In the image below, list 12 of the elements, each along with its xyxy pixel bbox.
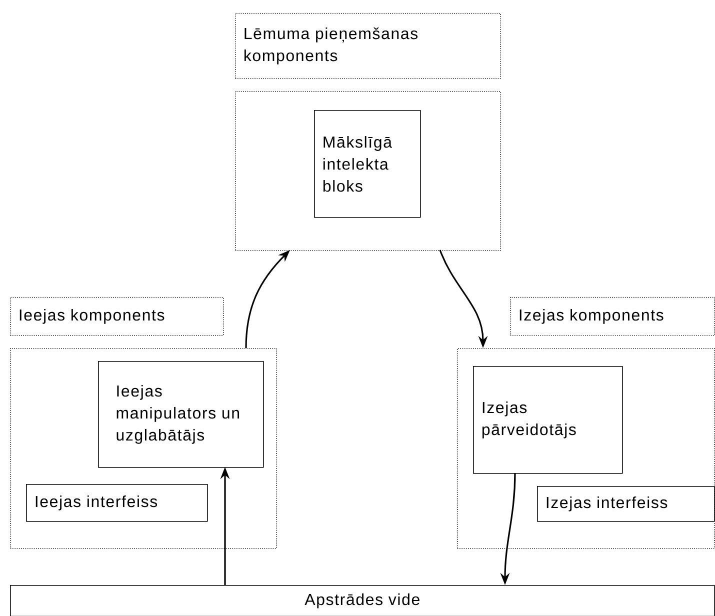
process-box: Izejas pārveidotājs: [473, 366, 623, 474]
process-box: Izejas interfeiss: [537, 486, 715, 522]
component-box: [235, 91, 501, 251]
component-label-box: Lēmuma pieņemšanas komponents: [235, 13, 501, 79]
component-label-box: Izejas komponents: [510, 297, 715, 336]
process-box: Ieejas interfeiss: [26, 484, 208, 522]
environment-box: Apstrādes vide: [10, 585, 715, 616]
process-box: Ieejas manipulators un uzglabātājs: [98, 361, 264, 468]
component-label-box: Ieejas komponents: [10, 297, 224, 336]
component-box: [457, 348, 715, 549]
process-box: Mākslīgā intelekta bloks: [314, 110, 421, 218]
component-box: [10, 348, 277, 549]
